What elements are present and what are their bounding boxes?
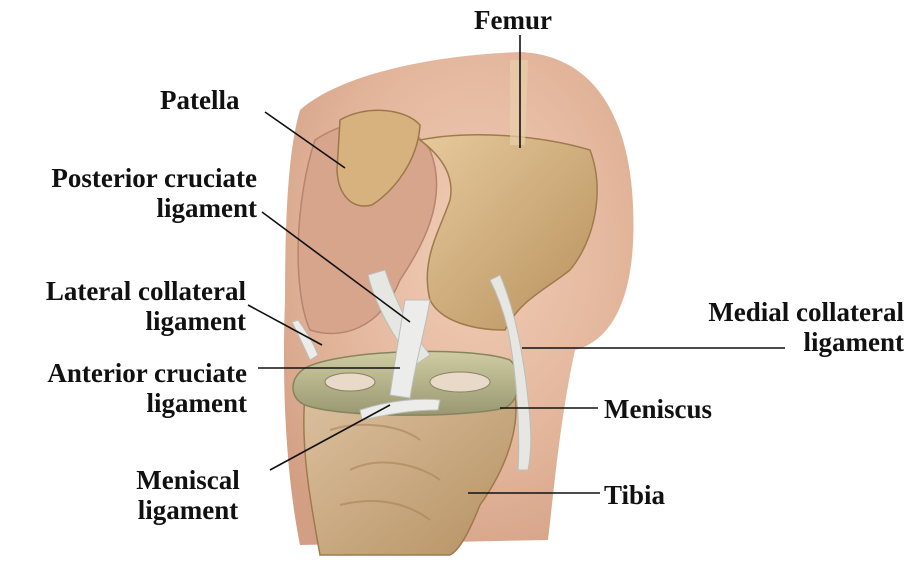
- label-tibia: Tibia: [604, 480, 665, 510]
- label-posterior-cruciate: Posterior cruciate ligament: [12, 163, 257, 223]
- label-lateral-collateral: Lateral collateral ligament: [6, 276, 246, 336]
- label-anterior-cruciate: Anterior cruciate ligament: [10, 358, 247, 418]
- label-patella: Patella: [160, 85, 239, 115]
- meniscus-hole-medial: [430, 372, 490, 392]
- label-meniscus: Meniscus: [604, 394, 712, 424]
- label-medial-collateral: Medial collateral ligament: [660, 297, 904, 357]
- label-meniscal-ligament: Meniscal ligament: [118, 465, 258, 525]
- femur-shaft: [510, 60, 528, 145]
- meniscus-hole-lateral: [325, 373, 375, 391]
- label-femur: Femur: [474, 5, 552, 35]
